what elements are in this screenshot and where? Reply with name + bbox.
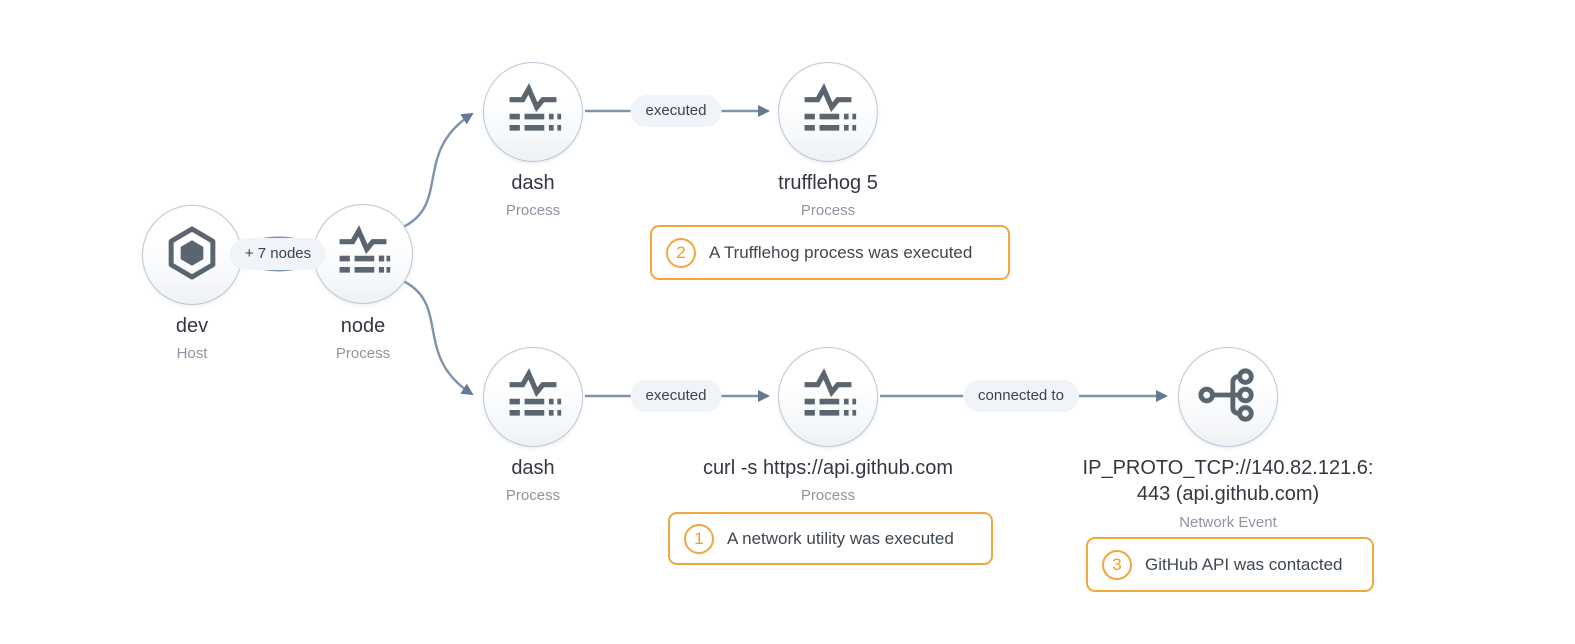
node-title: curl -s https://api.github.com [702,457,954,479]
node-dev[interactable] [142,205,242,305]
node-type: Network Event [1179,513,1277,531]
node-dash-top-label: dash Process [383,170,683,219]
node-dash-top[interactable] [483,62,583,162]
node-trufflehog-label: trufflehog 5 Process [678,170,978,219]
network-fanout-icon [1197,364,1259,431]
node-title: dash [511,457,555,479]
node-type: Process [505,487,561,505]
node-title: IP_PROTO_TCP://140.82.121.6:443 (api.git… [1082,457,1374,506]
annotation-number-badge: 3 [1102,549,1132,580]
edge-label-connected-to[interactable]: connected to [963,380,1079,412]
edge-label-executed-top[interactable]: executed [630,95,722,127]
annotation-github-contacted: 3 GitHub API was contacted [1086,537,1374,592]
annotation-text: A network utility was executed [727,528,954,548]
node-type: Process [335,345,391,363]
annotation-text: A Trufflehog process was executed [709,242,973,262]
node-trufflehog[interactable] [778,62,878,162]
node-title: node [340,315,386,337]
annotation-trufflehog-executed: 2 A Trufflehog process was executed [650,225,1010,280]
process-icon [333,222,393,287]
process-icon [798,80,858,145]
node-title: dash [511,172,555,194]
process-icon [503,80,563,145]
collapsed-nodes-pill[interactable]: + 7 nodes [229,238,327,270]
edge-node-dash-bottom [400,278,474,396]
node-node-label: node Process [213,313,513,362]
annotation-number-badge: 2 [666,237,696,268]
node-curl-label: curl -s https://api.github.com Process [678,455,978,504]
annotation-network-utility: 1 A network utility was executed [668,512,993,565]
node-dash-bottom-label: dash Process [383,455,683,504]
process-icon [503,365,563,430]
edge-label-executed-bottom[interactable]: executed [630,380,722,412]
node-type: Host [176,345,208,363]
node-type: Process [505,202,561,220]
process-icon [798,365,858,430]
node-type: Process [800,487,856,505]
node-title: trufflehog 5 [778,172,878,194]
node-dev-label: dev Host [42,313,342,362]
annotation-number-badge: 1 [684,523,714,554]
host-hexagon-icon [163,224,221,287]
edge-node-dash-top [400,112,474,230]
node-title: dev [175,315,209,337]
node-type: Process [800,202,856,220]
annotation-text: GitHub API was contacted [1145,554,1343,574]
node-network-event[interactable] [1178,347,1278,447]
node-curl[interactable] [778,347,878,447]
node-network-event-label: IP_PROTO_TCP://140.82.121.6:443 (api.git… [1082,455,1374,531]
node-dash-bottom[interactable] [483,347,583,447]
